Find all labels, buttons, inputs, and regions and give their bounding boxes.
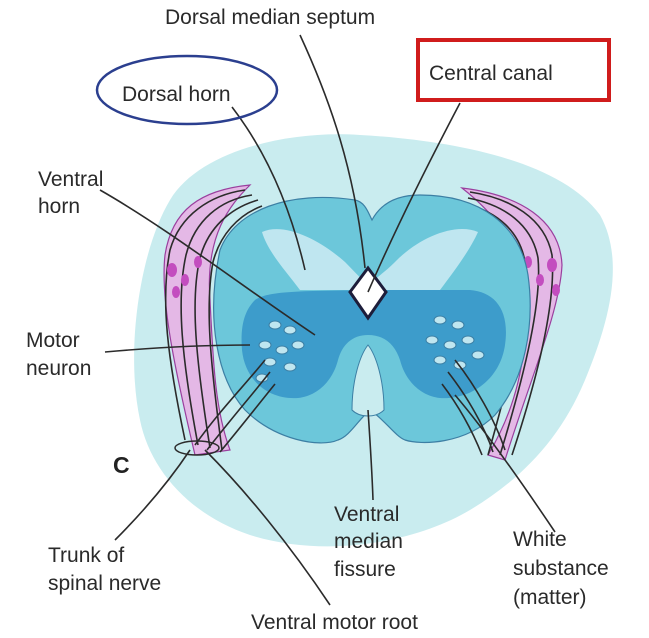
label-white-substance-1: White: [513, 528, 567, 551]
label-ventral-median-fissure-2: median: [334, 530, 403, 553]
label-motor-neuron-1: Motor: [26, 329, 80, 352]
label-dorsal-median-septum: Dorsal median septum: [165, 6, 375, 29]
label-white-substance-2: substance: [513, 557, 609, 580]
label-ventral-median-fissure-1: Ventral: [334, 503, 399, 526]
label-ventral-horn-1: Ventral: [38, 168, 103, 191]
label-trunk-1: Trunk of: [48, 544, 124, 567]
label-dorsal-horn: Dorsal horn: [122, 83, 231, 106]
label-ventral-median-fissure-3: fissure: [334, 558, 396, 581]
label-central-canal: Central canal: [429, 62, 553, 85]
panel-letter: C: [113, 452, 130, 478]
label-ventral-motor-root: Ventral motor root: [251, 611, 418, 634]
label-motor-neuron-2: neuron: [26, 357, 91, 380]
label-trunk-2: spinal nerve: [48, 572, 161, 595]
label-white-substance-3: (matter): [513, 586, 587, 609]
label-ventral-horn-2: horn: [38, 195, 80, 218]
